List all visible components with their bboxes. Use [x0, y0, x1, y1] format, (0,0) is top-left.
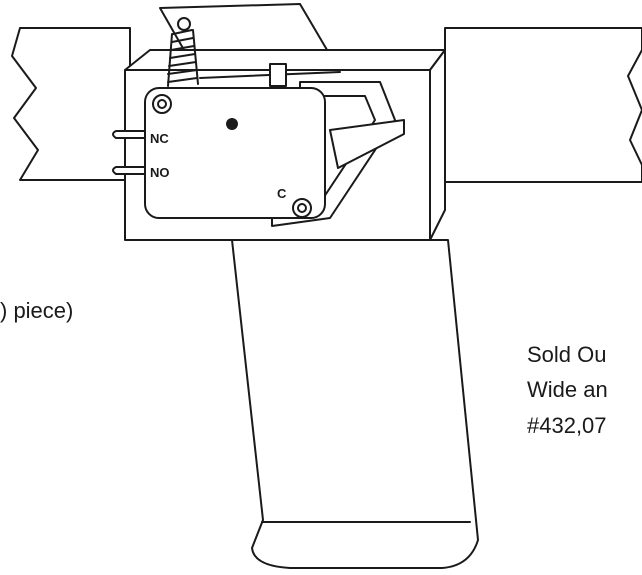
indicator-dot [226, 118, 238, 130]
right-caption-line-1: Sold Ou [527, 342, 607, 367]
board-right-section [444, 27, 642, 183]
board-left-section [11, 27, 131, 181]
actuator-arm [231, 239, 479, 569]
micro-switch-body [144, 87, 326, 219]
right-caption-line-2: Wide an [527, 377, 608, 402]
nc-terminal-tab [112, 130, 146, 139]
switch-plunger [269, 63, 287, 87]
bracket-flange [329, 119, 405, 169]
mounting-hole-bottom [292, 198, 312, 218]
left-caption: ) piece) [0, 298, 73, 323]
no-terminal-tab [112, 166, 146, 175]
no-terminal-label: NO [150, 165, 170, 180]
spring [167, 17, 199, 87]
spring-cap [177, 17, 191, 31]
mounting-hole-top [152, 94, 172, 114]
nc-terminal-label: NC [150, 131, 169, 146]
right-caption-line-3: #432,07 [527, 413, 607, 438]
mounting-box-side [429, 49, 446, 241]
c-terminal-label: C [277, 186, 287, 201]
